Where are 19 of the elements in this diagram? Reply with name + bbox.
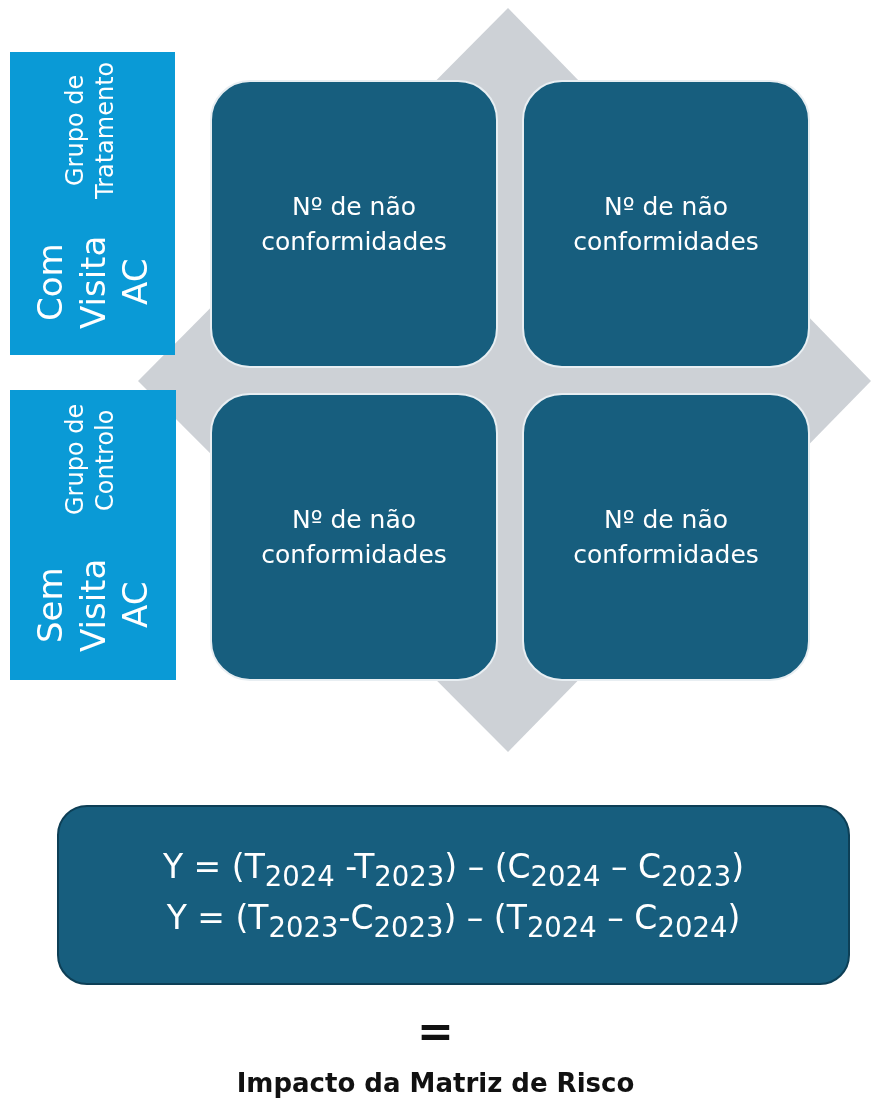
cell-text: Nº de não conformidades [572,504,760,571]
group-subtitle: Grupo de Controlo [60,403,120,518]
group-title: Com Visita AC [28,234,156,331]
formula-text: Y = (T$_{2023}$-C$_{2023}$) – (T$_{2024}$ – C$_{2024}$) [166,897,741,945]
result-title: Impacto da Matriz de Risco [236,1068,635,1098]
matrix-cell [210,393,498,681]
group-subtitle: Grupo de Tratamento [59,60,120,201]
equals-sign: = [417,1005,454,1056]
group-label-band [10,390,176,680]
cell-text: Nº de não conformidades [572,191,760,258]
group-title: Sem Visita AC [29,557,157,654]
group-label-band [10,52,175,355]
matrix-cell [522,393,810,681]
cell-text: Nº de não conformidades [260,504,448,571]
matrix-cell [522,80,810,368]
formula-text: Y = (T$_{2024}$ -T$_{2023}$) – (C$_{2024}$ – C$_{2023}$) [162,845,744,894]
matrix-cell [210,80,498,368]
formula-box [57,805,850,985]
cell-text: Nº de não conformidades [260,191,448,258]
